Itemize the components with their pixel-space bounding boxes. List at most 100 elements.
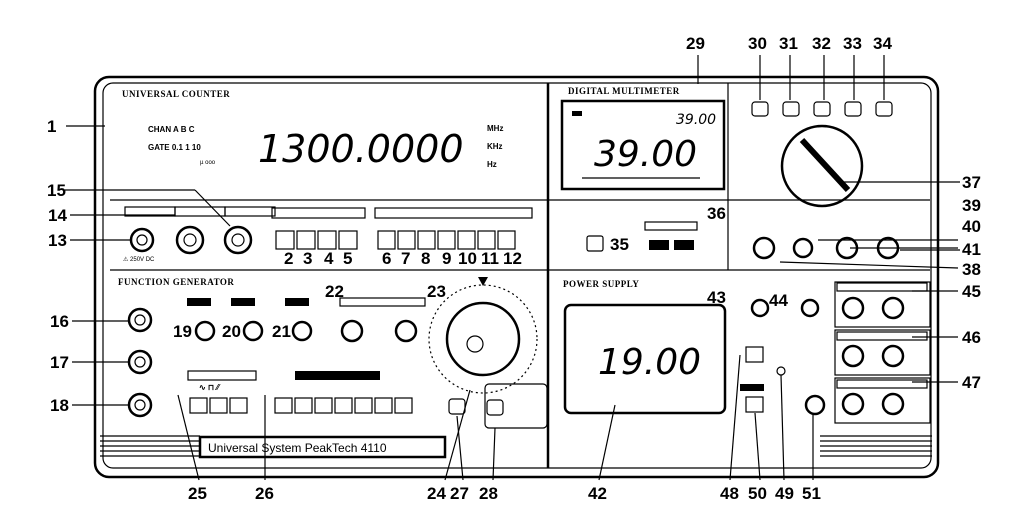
dmm-range-selector-knob[interactable]	[780, 124, 864, 208]
brand-plate	[198, 435, 447, 459]
callout-49: 49	[775, 484, 794, 503]
psu-current-knob[interactable]	[800, 298, 820, 318]
callout-42: 42	[588, 484, 607, 503]
psu-5v-terminal-pos[interactable]	[881, 296, 905, 320]
fgen-vcf-input[interactable]	[127, 307, 153, 333]
callout-12: 12	[503, 249, 522, 268]
display-switch-panel	[484, 383, 548, 429]
callout-47: 47	[962, 373, 981, 392]
psu-display: 19.00	[563, 303, 727, 415]
psu-power-button[interactable]	[745, 396, 764, 413]
instrument-body	[93, 75, 940, 479]
dmm-battery-icon	[572, 111, 582, 116]
fgen-duty-knob[interactable]	[291, 320, 313, 342]
counter-unit-khz: KHz	[487, 142, 503, 151]
dmm-jack-10a[interactable]	[752, 236, 776, 260]
input-b-bnc[interactable]	[175, 225, 205, 255]
counter-button-7[interactable]	[397, 230, 416, 250]
counter-button-4[interactable]	[317, 230, 337, 250]
input-c-bnc[interactable]	[223, 225, 253, 255]
dmm-button-31[interactable]	[782, 101, 800, 117]
psu-var-terminal-neg[interactable]	[841, 392, 865, 416]
range-button-3[interactable]	[314, 397, 333, 414]
counter-button-2[interactable]	[275, 230, 295, 250]
callout-23: 23	[427, 282, 446, 301]
counter-button-5[interactable]	[338, 230, 358, 250]
fgen-ttl-output[interactable]	[127, 349, 153, 375]
counter-gate-button[interactable]	[448, 398, 466, 415]
psu-meter-select-button[interactable]	[745, 346, 764, 363]
counter-ms-mark: µ ooo	[200, 160, 216, 166]
callout-1: 1	[47, 117, 56, 136]
dmm-button-33[interactable]	[844, 101, 862, 117]
callout-25: 25	[188, 484, 207, 503]
callout-28: 28	[479, 484, 498, 503]
callout-4: 4	[324, 249, 334, 268]
counter-button-9[interactable]	[437, 230, 456, 250]
callout-35: 35	[610, 235, 629, 254]
wave-square-button[interactable]	[209, 397, 228, 414]
callout-46: 46	[962, 328, 981, 347]
counter-button-8[interactable]	[417, 230, 436, 250]
fgen-sweep-rate-knob[interactable]	[394, 319, 418, 343]
callout-27: 27	[450, 484, 469, 503]
psu-15v-terminal-neg[interactable]	[841, 344, 865, 368]
psu-15v-terminal-pos[interactable]	[881, 344, 905, 368]
range-button-1[interactable]	[274, 397, 293, 414]
callout-11: 11	[481, 249, 499, 268]
psu-voltage-knob[interactable]	[750, 298, 770, 318]
counter-button-3[interactable]	[296, 230, 316, 250]
dmm-label-plate-b	[674, 240, 694, 250]
dmm-button-30[interactable]	[751, 101, 769, 117]
waveform-symbols: ∿ ⊓ ⁄⁄	[199, 383, 221, 392]
fgen-header: FUNCTION GENERATOR	[118, 277, 234, 287]
dmm-jack-ma[interactable]	[792, 237, 814, 259]
callout-22: 22	[325, 282, 344, 301]
callout-31: 31	[779, 34, 798, 53]
range-button-6[interactable]	[374, 397, 393, 414]
fgen-amplitude-knob[interactable]	[194, 320, 216, 342]
callout-leaders	[65, 55, 960, 481]
counter-button-6[interactable]	[377, 230, 396, 250]
fgen-sweep-width-knob[interactable]	[340, 319, 364, 343]
range-button-4[interactable]	[334, 397, 353, 414]
range-button-5[interactable]	[354, 397, 373, 414]
counter-display: CHAN A B C GATE 0.1 1 10 µ ooo 1300.0000…	[148, 124, 503, 171]
wave-triangle-button[interactable]	[229, 397, 248, 414]
counter-button-11[interactable]	[477, 230, 496, 250]
wave-sine-button[interactable]	[189, 397, 208, 414]
dmm-button-32[interactable]	[813, 101, 831, 117]
dmm-readout: 39.00	[594, 134, 697, 175]
counter-button-10[interactable]	[457, 230, 476, 250]
callout-29: 29	[686, 34, 705, 53]
fgen-offset-knob[interactable]	[242, 320, 264, 342]
counter-inputs: ⚠ 250V DC	[123, 206, 276, 263]
callout-15: 15	[47, 181, 66, 200]
dmm-button-34[interactable]	[875, 101, 893, 117]
callout-30: 30	[748, 34, 767, 53]
vent-right	[820, 435, 932, 457]
callout-41: 41	[962, 240, 981, 259]
callout-8: 8	[421, 249, 430, 268]
callout-51: 51	[802, 484, 821, 503]
psu-var-terminal-pos[interactable]	[881, 392, 905, 416]
range-button-7[interactable]	[394, 397, 413, 414]
callout-26: 26	[255, 484, 274, 503]
counter-gate-label: GATE 0.1 1 10	[148, 143, 201, 152]
input-a-bnc[interactable]	[129, 227, 155, 253]
psu-terminals	[834, 281, 931, 424]
callout-32: 32	[812, 34, 831, 53]
callout-18: 18	[50, 396, 69, 415]
counter-button-12[interactable]	[497, 230, 516, 250]
fgen-main-output[interactable]	[127, 392, 153, 418]
dmm-power-button-35[interactable]	[586, 235, 604, 252]
callout-9: 9	[442, 249, 451, 268]
fgen-frequency-dial[interactable]	[428, 277, 538, 394]
callout-21: 21	[272, 322, 291, 341]
psu-5v-terminal-neg[interactable]	[841, 296, 865, 320]
psu-ground-jack[interactable]	[804, 394, 826, 416]
callout-6: 6	[382, 249, 391, 268]
display-select-button[interactable]	[486, 399, 504, 416]
range-button-2[interactable]	[294, 397, 313, 414]
